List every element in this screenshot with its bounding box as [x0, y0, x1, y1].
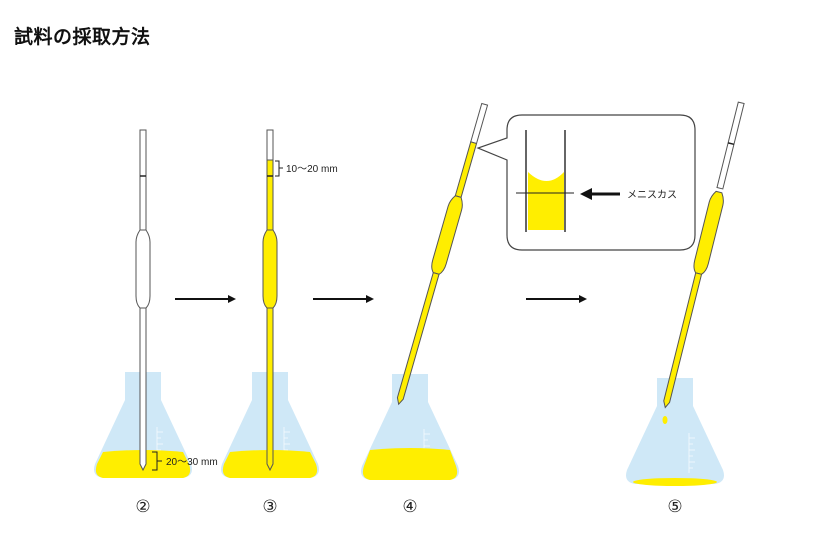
headspace-bracket: [275, 160, 283, 177]
step5-flask: [625, 377, 725, 486]
step4-flask: [360, 373, 460, 481]
step-label-3: ③: [262, 497, 278, 517]
step-label-4: ④: [402, 497, 418, 517]
step2-pipette: [135, 129, 151, 472]
step4-pipette: [396, 102, 489, 406]
depth-bracket: [152, 451, 162, 471]
step-label-5: ⑤: [667, 497, 683, 517]
step5-pipette: [663, 101, 745, 409]
meniscus-callout: メニスカス: [476, 114, 696, 251]
depth-label: 20～30 mm: [166, 457, 218, 468]
page-title: 試料の採取方法: [14, 26, 151, 48]
headspace-label: 10～20 mm: [286, 164, 338, 175]
meniscus-label: メニスカス: [627, 189, 677, 201]
step3-pipette: [262, 129, 278, 472]
arrow-icon: [526, 295, 587, 303]
arrow-icon: [175, 295, 236, 303]
step-label-2: ②: [135, 497, 151, 517]
arrow-icon: [313, 295, 374, 303]
